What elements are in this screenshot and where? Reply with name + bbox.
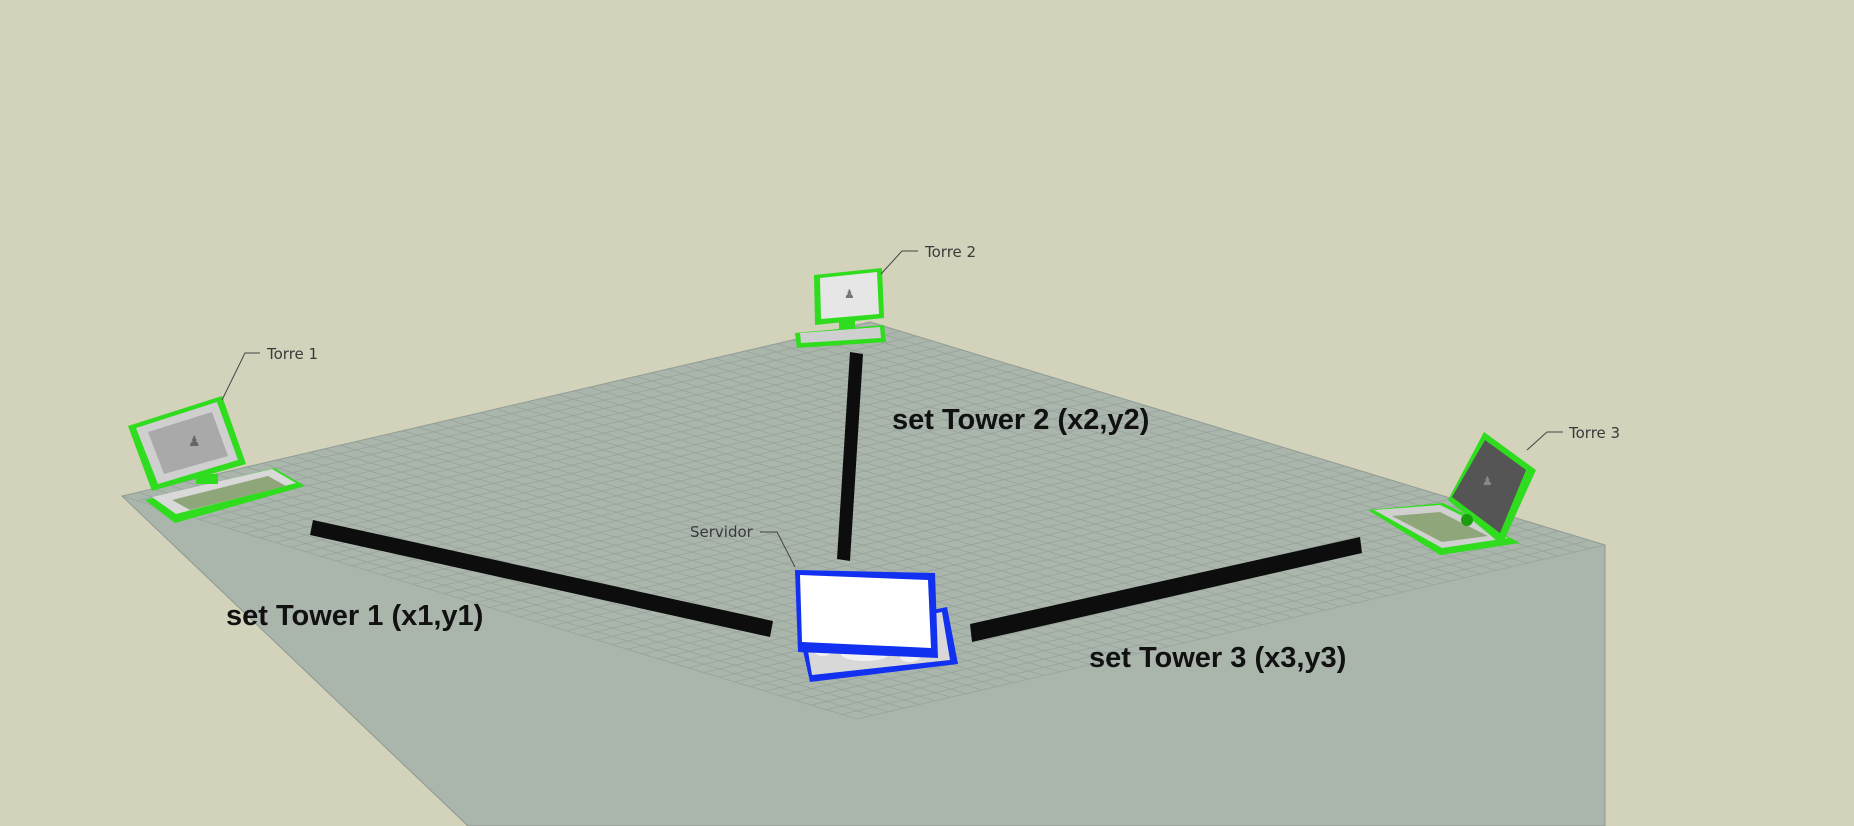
laptop-tower2-logo-icon: ♟ xyxy=(844,287,855,301)
floor-grid-line xyxy=(776,343,1512,568)
link-label-tower3: set Tower 3 (x3,y3) xyxy=(1089,642,1346,674)
floor-grid-line xyxy=(810,530,1560,706)
callout-line-tower3 xyxy=(1526,431,1563,451)
callout-line-server xyxy=(760,531,796,568)
link-bar-tower3 xyxy=(970,537,1362,642)
laptop-tower3[interactable]: ♟ xyxy=(1368,432,1536,555)
floor-grid-line xyxy=(826,535,1575,711)
callout-label-tower1: Torre 1 xyxy=(266,345,318,363)
floor-grid-line xyxy=(856,544,1605,720)
callout-label-tower3: Torre 3 xyxy=(1568,424,1620,442)
laptop-tower3-logo-icon: ♟ xyxy=(1482,474,1493,488)
link-bar-tower2 xyxy=(837,352,863,561)
floor-grid-line xyxy=(841,539,1590,715)
floor-grid-line xyxy=(795,526,1544,701)
laptop-tower1[interactable]: ♟ xyxy=(128,396,305,523)
callout-line-tower2 xyxy=(880,250,918,275)
laptop-server[interactable] xyxy=(795,570,958,682)
callout-line-tower1 xyxy=(221,352,260,401)
link-label-tower1: set Tower 1 (x1,y1) xyxy=(226,600,483,632)
floor-grid-line xyxy=(760,346,1497,571)
link-bar-tower1 xyxy=(310,520,773,637)
link-label-tower2: set Tower 2 (x2,y2) xyxy=(892,404,1149,436)
callout-label-tower2: Torre 2 xyxy=(924,243,976,261)
laptop-tower2[interactable]: ♟ xyxy=(795,268,886,348)
callout-label-server: Servidor xyxy=(690,523,754,541)
laptop-tower1-logo-icon: ♟ xyxy=(188,433,201,449)
floor-grid xyxy=(122,322,1605,720)
